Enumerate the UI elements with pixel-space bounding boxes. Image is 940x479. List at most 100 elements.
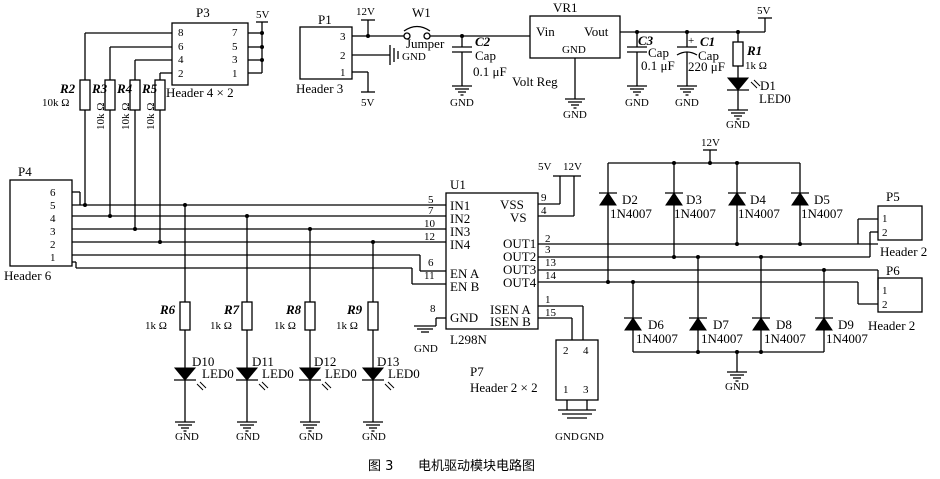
p3-pin-8: 8 (178, 27, 184, 39)
p7-pin-1: 1 (563, 384, 569, 396)
p5-name: Header 2 (880, 244, 927, 259)
r4-ref: R4 (116, 81, 133, 96)
p1-header: P1 3 2 1 Header 3 12V 5V GND (296, 6, 426, 109)
d10-ref: D10 (192, 354, 214, 369)
c1-type: Cap (698, 48, 719, 63)
caption-figure-number: 图 3 (368, 459, 393, 474)
d6-type: 1N4007 (636, 331, 678, 346)
status-leds: R6 1k Ω D10 LED0 GND R7 1k Ω D11 LED0 GN… (145, 205, 420, 443)
r6-ref: R6 (159, 302, 176, 317)
w1-ref: W1 (412, 5, 431, 20)
u1-pin-13: 13 (545, 257, 557, 269)
p3-pin-1: 1 (232, 68, 238, 80)
p5-pin-2: 2 (882, 227, 888, 239)
vr1-gnd-pin: GND (562, 44, 586, 56)
d12-gnd: GND (299, 431, 323, 443)
d1-type: LED0 (759, 91, 791, 106)
vr1-name: Volt Reg (512, 74, 558, 89)
u1-out2: OUT2 (503, 249, 536, 264)
p4-pin-2: 2 (50, 239, 56, 251)
output-filter: C3 Cap 0.1 μF GND + C1 Cap 220 μF GND R1… (625, 5, 791, 131)
p5-header: P5 1 2 Header 2 (857, 189, 927, 259)
d12-ref: D12 (314, 354, 336, 369)
d8-ref: D8 (776, 317, 792, 332)
r2-value: 10k Ω (42, 97, 69, 109)
p1-pin-2: 2 (340, 50, 346, 62)
p4-header: P4 6 5 4 3 2 1 Header 6 (4, 164, 430, 285)
u1-out4: OUT4 (503, 275, 537, 290)
p7-pin-4: 4 (583, 345, 589, 357)
u1-isen-a: ISEN A (490, 302, 531, 317)
r1-value: 1k Ω (745, 60, 767, 72)
p7-header: 2 4 1 3 P7 Header 2 × 2 GND GND (470, 339, 604, 443)
diode-supply: 12V (701, 137, 720, 149)
d3-type: 1N4007 (674, 206, 716, 221)
u1-out3: OUT3 (503, 262, 536, 277)
c3-type: Cap (648, 45, 669, 60)
d4-ref: D4 (750, 192, 766, 207)
p3-pin-7: 7 (232, 27, 238, 39)
p3-supply: 5V (256, 9, 270, 21)
p6-ref: P6 (886, 263, 900, 278)
r8-value: 1k Ω (274, 320, 296, 332)
p6-header: P6 1 2 Header 2 (857, 263, 923, 333)
u1-vss: VSS (500, 197, 524, 212)
p7-name: Header 2 × 2 (470, 380, 538, 395)
p7-gnd-2: GND (580, 431, 604, 443)
p3-pin-3: 3 (232, 54, 238, 66)
p4-pin-6: 6 (50, 187, 56, 199)
d7-ref: D7 (713, 317, 729, 332)
p4-ref: P4 (18, 164, 32, 179)
u1-pin-10: 10 (424, 218, 436, 230)
c3-gnd: GND (625, 97, 649, 109)
c2-value: 0.1 μF (473, 64, 507, 79)
u1-isen-b: ISEN B (490, 314, 531, 329)
u1-pin-8: 8 (430, 303, 436, 315)
u1-pin-4: 4 (541, 205, 547, 217)
r7-ref: R7 (223, 302, 240, 317)
p3-header: P3 8 6 4 2 7 5 3 1 Header 4 × 2 5V (85, 5, 270, 100)
u1-l298n: U1 L298N 5 IN1 7 IN2 10 IN3 12 IN4 6 EN … (414, 161, 878, 355)
p5-ref: P5 (886, 189, 900, 204)
u1-gnd: GND (414, 343, 438, 355)
d11-gnd: GND (236, 431, 260, 443)
p3-name: Header 4 × 2 (166, 85, 234, 100)
u1-pin-11: 11 (424, 270, 435, 282)
c1-gnd: GND (675, 97, 699, 109)
r2-ref: R2 (59, 81, 76, 96)
d6-ref: D6 (648, 317, 664, 332)
p1-5v: 5V (361, 97, 375, 109)
p4-pin-4: 4 (50, 213, 56, 225)
figure-caption: 图 3 电机驱动模块电路图 (368, 458, 535, 474)
r1-supply: 5V (757, 5, 771, 17)
u1-pin-6: 6 (428, 257, 434, 269)
d9-type: 1N4007 (826, 331, 868, 346)
u1-in2: IN2 (450, 211, 470, 226)
r9-ref: R9 (346, 302, 363, 317)
u1-pin-2: 2 (545, 233, 551, 245)
u1-in4: IN4 (450, 237, 471, 252)
p3-pin-2: 2 (178, 68, 184, 80)
d4-type: 1N4007 (738, 206, 780, 221)
r8-ref: R8 (285, 302, 302, 317)
u1-12v: 12V (563, 161, 582, 173)
w1-jumper: W1 Jumper (368, 5, 530, 51)
p1-12v: 12V (356, 6, 375, 18)
r9-value: 1k Ω (336, 320, 358, 332)
r3-value: 10k Ω (95, 103, 107, 130)
p1-name: Header 3 (296, 81, 343, 96)
c2-type: Cap (475, 48, 496, 63)
u1-ref: U1 (450, 177, 466, 192)
u1-pin-1: 1 (545, 294, 551, 306)
c3-ref: C3 (638, 33, 654, 48)
u1-pin-5: 5 (428, 194, 434, 206)
d10-gnd: GND (175, 431, 199, 443)
vr1-regulator: VR1 Vin Vout GND Volt Reg GND (512, 0, 765, 121)
u1-pin-14: 14 (545, 270, 557, 282)
r3-ref: R3 (91, 81, 108, 96)
c1-plus-mark: + (688, 35, 694, 47)
vr1-vout: Vout (584, 24, 609, 39)
u1-enb: EN B (450, 279, 480, 294)
r7-value: 1k Ω (210, 320, 232, 332)
p6-pin-2: 2 (882, 299, 888, 311)
